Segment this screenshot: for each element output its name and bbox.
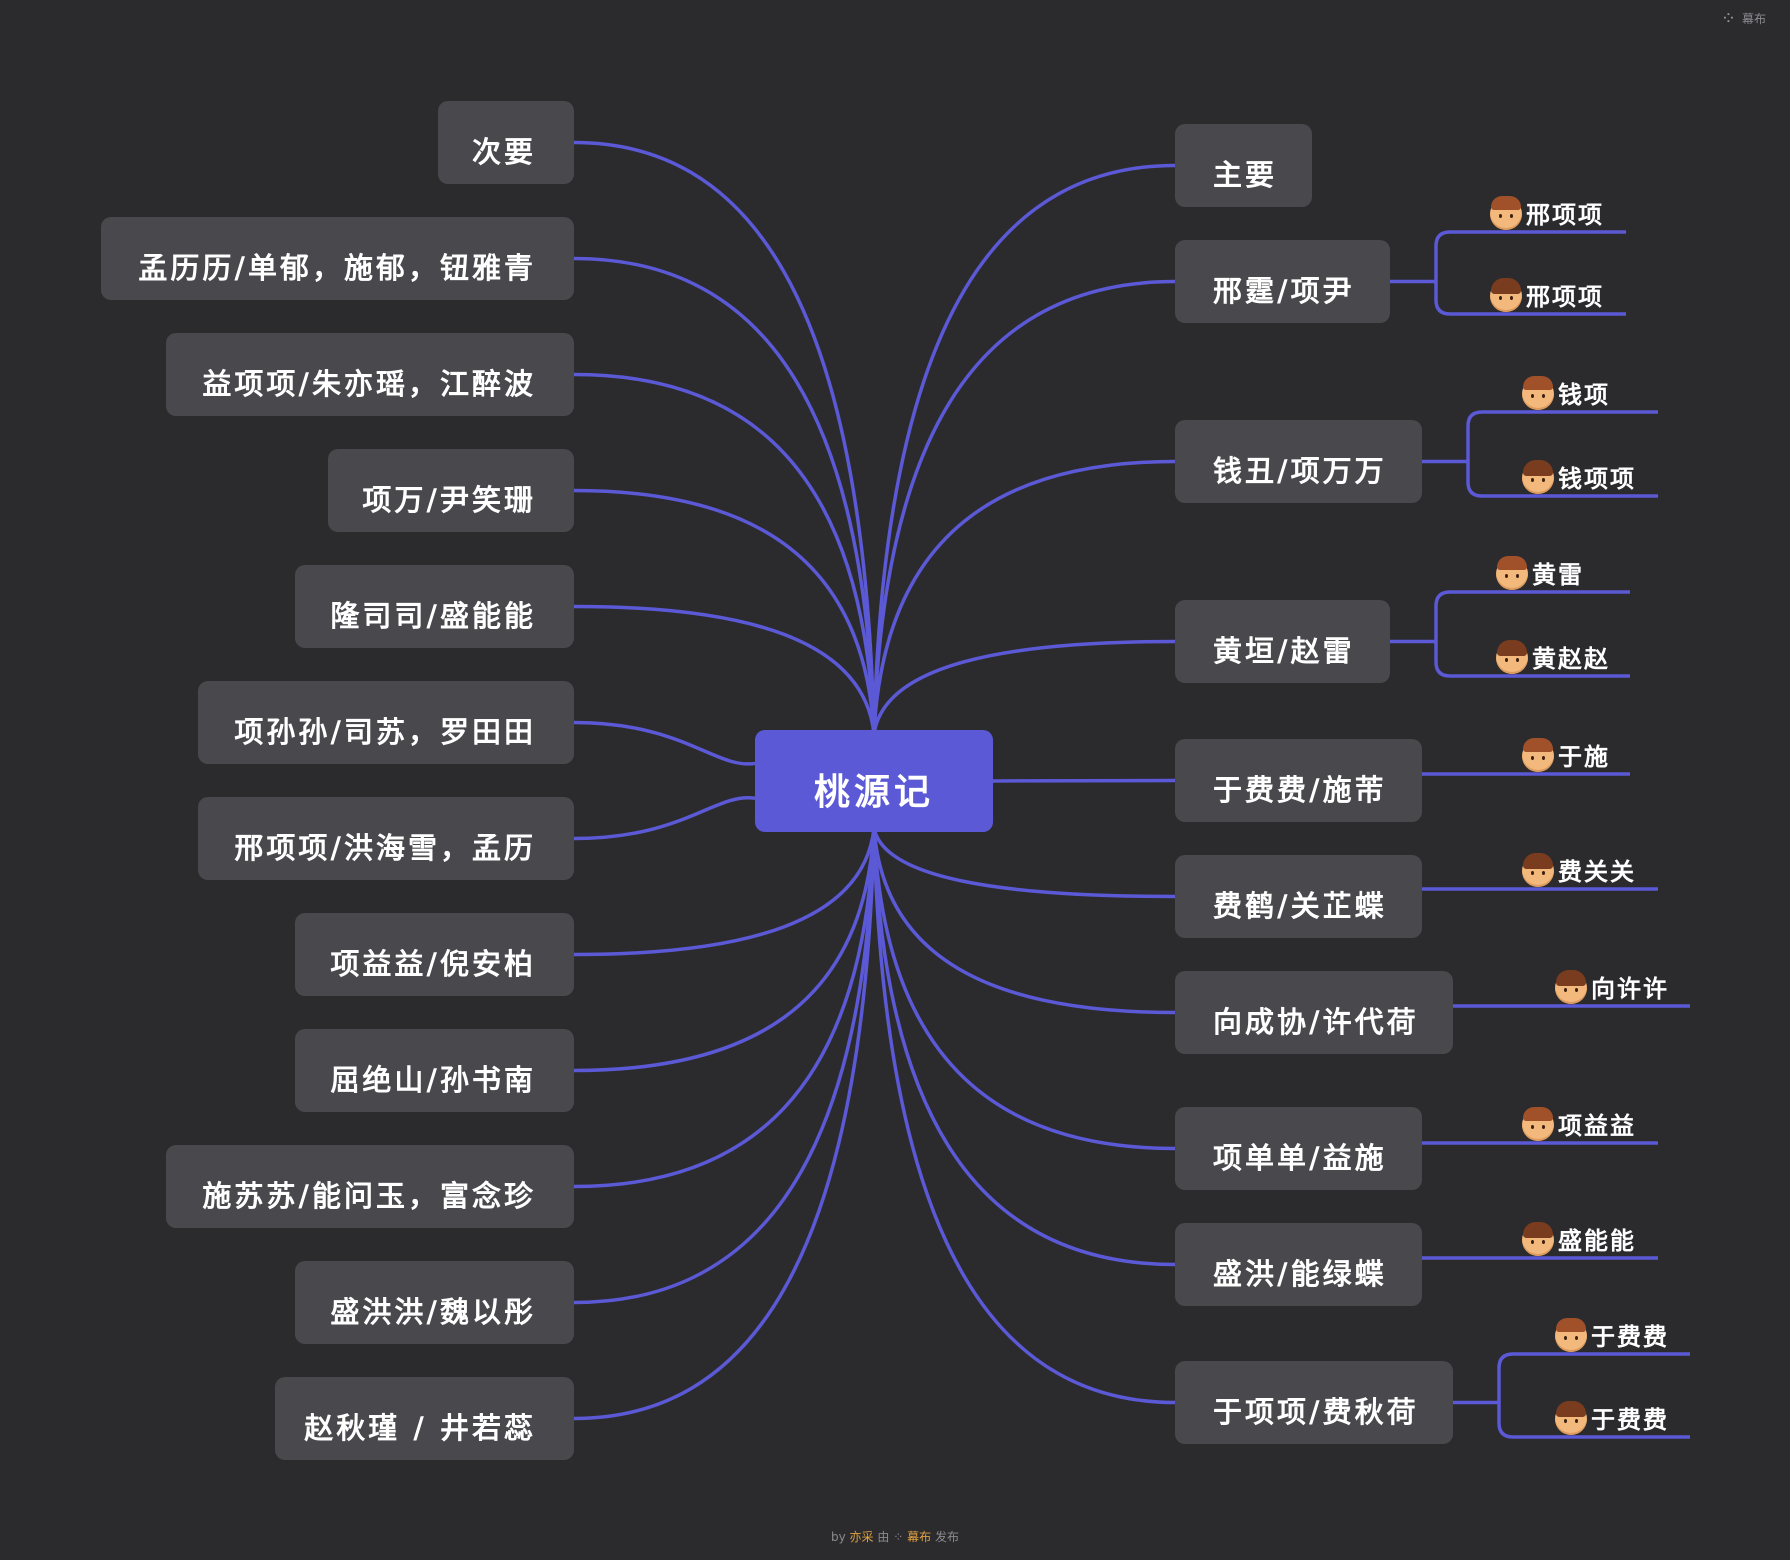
girl-face-icon [1555,1401,1587,1435]
connector-r9 [872,827,1176,1267]
footer-via: 由 [877,1530,890,1544]
branch-node-l10[interactable]: 施苏苏/能问玉，富念珍 [166,1145,574,1228]
girl-face-icon [1496,640,1528,674]
leaf-node[interactable]: 于施 [1522,728,1610,772]
branch-node-l5[interactable]: 隆司司/盛能能 [295,565,574,648]
top-logo-text: 幕布 [1741,12,1766,26]
branch-node-l9[interactable]: 屈绝山/孙书南 [295,1029,574,1112]
girl-face-icon [1522,853,1554,887]
leaf-node[interactable]: 于费费 [1555,1308,1669,1352]
leaf-label: 钱项 [1558,381,1610,409]
branch-node-l8[interactable]: 项益益/倪安柏 [295,913,574,996]
branch-node-r8[interactable]: 项单单/益施 [1175,1107,1422,1190]
connector-l6 [573,720,756,766]
leaf-label: 费关关 [1558,858,1636,886]
child-bracket-r2 [1434,230,1626,316]
leaf-label: 钱项项 [1558,465,1636,493]
top-logo: ⁘ 幕布 [1721,8,1766,29]
leaf-node[interactable]: 盛能能 [1522,1212,1636,1256]
branch-node-r4[interactable]: 黄垣/赵雷 [1175,600,1390,683]
branch-node-l12[interactable]: 赵秋瑾 / 井若蕊 [275,1377,574,1460]
connector-r10 [872,827,1176,1405]
girl-face-icon [1522,460,1554,494]
leaf-label: 盛能能 [1558,1227,1636,1255]
connector-r4 [872,639,1176,735]
connector-l11 [573,827,876,1305]
footer-suffix: 发布 [934,1530,959,1544]
branch-node-r7[interactable]: 向成协/许代荷 [1175,971,1453,1054]
leaf-label: 于费费 [1591,1323,1669,1351]
boy-face-icon [1522,376,1554,410]
boy-face-icon [1555,1318,1587,1352]
leaf-node[interactable]: 钱项项 [1522,450,1636,494]
connector-l12 [573,827,876,1421]
connector-l1 [573,140,876,735]
leaf-label: 黄赵赵 [1532,645,1610,673]
footer-prefix: by [831,1530,846,1544]
girl-face-icon [1522,1222,1554,1256]
connector-l7 [573,796,756,841]
branch-node-l3[interactable]: 益项项/朱亦瑶，江醉波 [166,333,574,416]
branch-node-r9[interactable]: 盛洪/能绿蝶 [1175,1223,1422,1306]
leaf-label: 邢项项 [1526,201,1604,229]
leaf-node[interactable]: 费关关 [1522,843,1636,887]
leaf-label: 邢项项 [1526,283,1604,311]
connector-l2 [573,256,876,735]
footer-credit: by 亦采 由 ⁘ 幕布 发布 [0,1528,1790,1545]
branch-node-r1[interactable]: 主要 [1175,124,1312,207]
leaf-node[interactable]: 黄赵赵 [1496,630,1610,674]
branch-node-l2[interactable]: 孟历历/单郁，施郁，钮雅青 [101,217,574,300]
boy-face-icon [1522,738,1554,772]
branch-node-r10[interactable]: 于项项/费秋荷 [1175,1361,1453,1444]
boy-face-icon [1496,556,1528,590]
connector-r1 [872,163,1176,735]
branch-node-l6[interactable]: 项孙孙/司苏，罗田田 [198,681,574,764]
leaf-node[interactable]: 钱项 [1522,366,1610,410]
footer-tool: 幕布 [907,1530,932,1544]
mubu-logo-icon: ⁘ [893,1530,904,1544]
leaf-node[interactable]: 项益益 [1522,1097,1636,1141]
leaf-label: 向许许 [1591,975,1669,1003]
branch-node-r3[interactable]: 钱丑/项万万 [1175,420,1422,503]
connector-l3 [573,372,876,735]
boy-face-icon [1490,196,1522,230]
branch-node-l1[interactable]: 次要 [438,101,574,184]
connector-r2 [872,279,1176,735]
leaf-node[interactable]: 邢项项 [1490,268,1604,312]
branch-node-l11[interactable]: 盛洪洪/魏以彤 [295,1261,574,1344]
connector-r6 [872,827,1176,899]
boy-face-icon [1522,1107,1554,1141]
branch-node-r2[interactable]: 邢霆/项尹 [1175,240,1390,323]
leaf-label: 于费费 [1591,1406,1669,1434]
leaf-label: 黄雷 [1532,561,1584,589]
connector-r7 [872,827,1176,1015]
branch-node-r6[interactable]: 费鹤/关芷蝶 [1175,855,1422,938]
connector-r3 [872,459,1176,735]
branch-node-l4[interactable]: 项万/尹笑珊 [328,449,574,532]
branch-node-r5[interactable]: 于费费/施芾 [1175,739,1422,822]
leaf-node[interactable]: 向许许 [1555,960,1669,1004]
center-node[interactable]: 桃源记 [755,730,993,832]
connector-r8 [872,827,1176,1151]
connector-l4 [573,488,876,735]
connector-l10 [573,827,876,1189]
leaf-node[interactable]: 邢项项 [1490,186,1604,230]
connector-l5 [573,604,876,735]
child-bracket-r3 [1466,410,1658,498]
girl-face-icon [1555,970,1587,1004]
child-bracket-r10 [1497,1352,1690,1439]
mubu-logo-icon: ⁘ [1720,8,1736,29]
footer-author: 亦采 [849,1530,874,1544]
leaf-label: 项益益 [1558,1112,1636,1140]
branch-node-l7[interactable]: 邢项项/洪海雪，孟历 [198,797,574,880]
child-bracket-r4 [1434,590,1630,678]
connector-l9 [573,827,876,1073]
leaf-node[interactable]: 于费费 [1555,1391,1669,1435]
leaf-node[interactable]: 黄雷 [1496,546,1584,590]
girl-face-icon [1490,278,1522,312]
leaf-label: 于施 [1558,743,1610,771]
connector-l8 [573,827,876,957]
connector-r5 [992,778,1176,783]
